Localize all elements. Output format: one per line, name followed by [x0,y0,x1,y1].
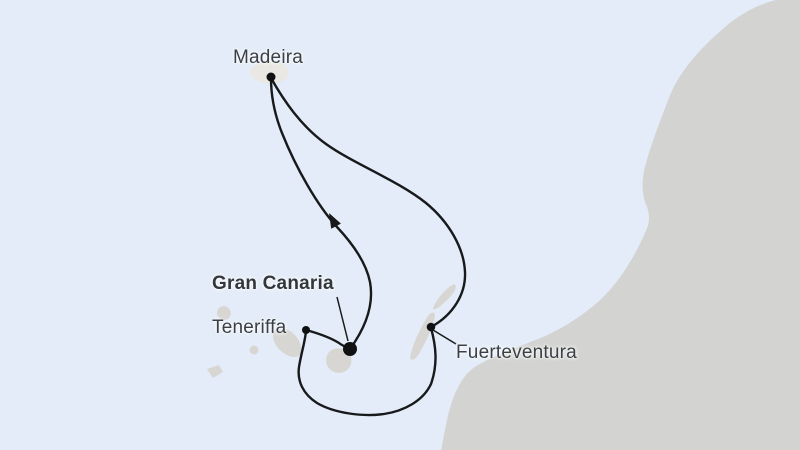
island-madeira [249,60,289,84]
leader-line-gran-canaria [336,296,349,342]
port-dot-teneriffa [302,326,310,334]
port-label-gran-canaria: Gran Canaria [212,273,334,294]
port-dot-gran-canaria [343,342,357,356]
island-fuerteventura [410,312,435,360]
africa-landmass [441,0,800,450]
port-label-madeira: Madeira [233,47,304,68]
island-tenerife [272,328,302,358]
port-dot-fuerteventura [426,322,436,332]
island-el-hierro [207,365,223,378]
port-label-teneriffa: Teneriffa [212,317,287,338]
island-gran-canaria [326,348,352,373]
island-lanzarote [432,284,456,310]
route-leg-gran-canaria-to-madeira [269,76,373,351]
island-la-palma [216,306,231,321]
island-la-gomera [249,345,259,355]
route-direction-arrow-icon [329,213,341,229]
route-leg-madeira-to-fuerteventura [269,76,467,329]
route-leg-teneriffa-to-gran-canaria [304,328,352,351]
port-dot-madeira [266,72,276,82]
leader-line-fuerteventura [432,329,457,345]
route-leg-fuerteventura-to-teneriffa [297,326,437,417]
port-label-fuerteventura: Fuerteventura [456,342,577,363]
